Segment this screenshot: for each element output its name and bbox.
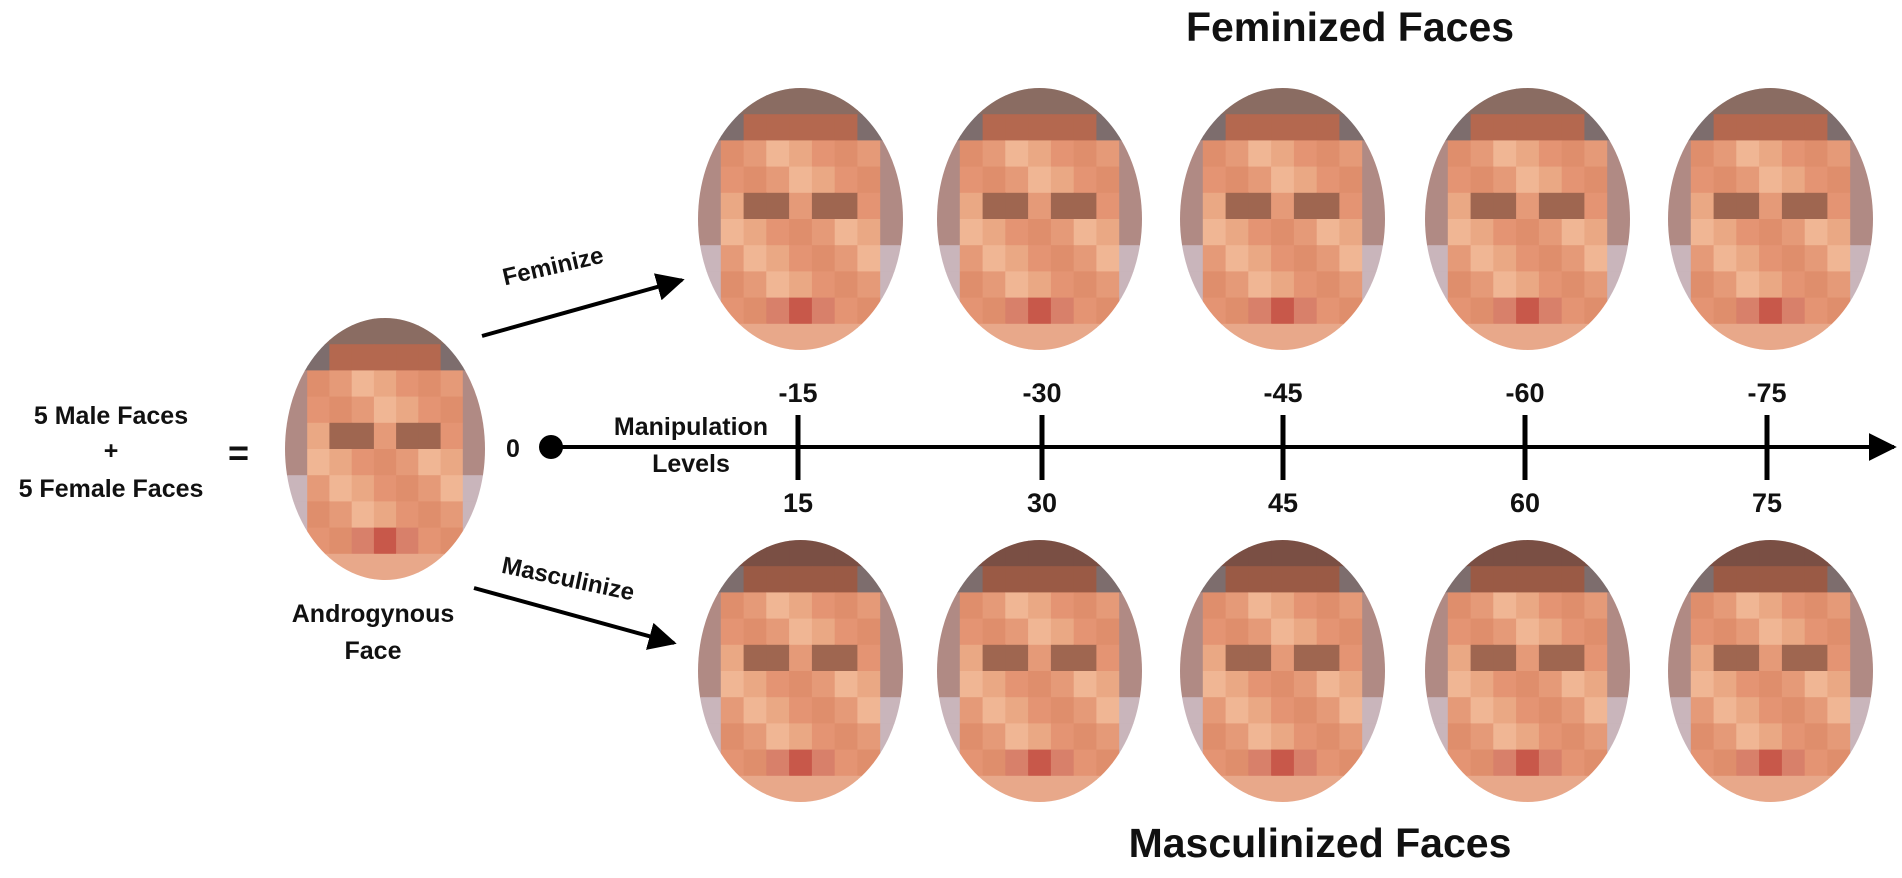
feminized-face-image <box>1668 88 1873 350</box>
tick-label-bottom: 60 <box>1509 488 1541 518</box>
masculinize-arrow <box>473 586 677 650</box>
feminized-face-image <box>698 88 903 350</box>
feminized-face-image <box>937 88 1142 350</box>
masculinized-face-image <box>1425 540 1630 802</box>
tick-label-top: -30 <box>1022 378 1062 408</box>
masculinized-faces-title: Masculinized Faces <box>1128 820 1512 866</box>
androgynous-label-line1: Androgynous <box>291 600 455 628</box>
feminized-faces-title: Feminized Faces <box>1185 4 1515 50</box>
tick-label-top: -60 <box>1505 378 1545 408</box>
origin-dot <box>539 435 563 459</box>
plus-sign: + <box>103 437 119 465</box>
male-faces-label: 5 Male Faces <box>33 402 189 430</box>
tick-label-top: -15 <box>778 378 818 408</box>
female-faces-label: 5 Female Faces <box>18 475 204 503</box>
tick-label-bottom: 45 <box>1267 488 1299 518</box>
tick-label-bottom: 75 <box>1751 488 1783 518</box>
manipulation-label-line1: Manipulation <box>613 413 769 441</box>
feminize-arrow <box>481 273 685 338</box>
masculinized-face-image <box>698 540 903 802</box>
tick-label-bottom: 30 <box>1026 488 1058 518</box>
feminized-face-image <box>1425 88 1630 350</box>
tick-label-top: -75 <box>1747 378 1787 408</box>
androgynous-face-image <box>285 318 485 580</box>
feminized-face-image <box>1180 88 1385 350</box>
masculinized-face-image <box>1180 540 1385 802</box>
origin-label: 0 <box>506 435 520 463</box>
masculinized-face-image <box>937 540 1142 802</box>
manipulation-label-line2: Levels <box>652 450 730 478</box>
tick-label-top: -45 <box>1263 378 1303 408</box>
equals-sign: = <box>228 432 250 473</box>
androgynous-label-line2: Face <box>344 637 402 665</box>
tick-label-bottom: 15 <box>782 488 814 518</box>
masculinized-face-image <box>1668 540 1873 802</box>
